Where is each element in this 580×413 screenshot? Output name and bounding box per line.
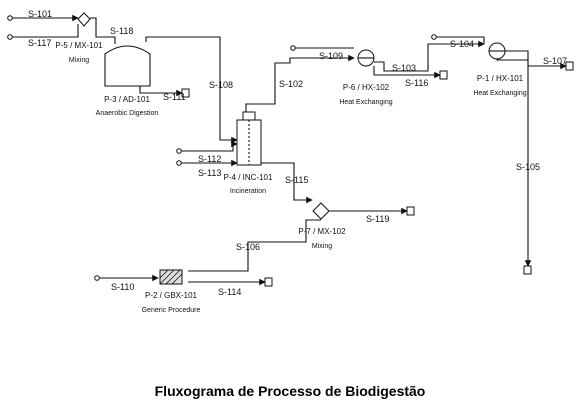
product-sinks: [181, 61, 574, 287]
stream-line-s118: [90, 17, 116, 44]
stream-label-s105: S-105: [516, 162, 540, 172]
stream-lines: [12, 14, 567, 286]
digester-p3-symbol: [104, 45, 151, 87]
feed-source-s112: [176, 148, 182, 154]
unit-tag-p5: P-5 / MX-101: [55, 41, 103, 50]
mixer-p7-symbol: [312, 202, 330, 220]
digester-p3: [104, 45, 151, 90]
stream-line-s107: [504, 50, 567, 70]
stream-label-s113: S-113: [198, 168, 221, 178]
product-sink-s119: [406, 206, 415, 216]
feed-source-s109: [290, 45, 296, 51]
stream-label-s106: S-106: [236, 242, 260, 252]
unit-desc-p5: Mixing: [69, 57, 89, 64]
stream-label-s101: S-101: [28, 9, 52, 19]
stream-line-s116: [373, 66, 441, 79]
feed-source-s113: [176, 160, 182, 166]
feed-source-s117: [7, 34, 13, 40]
unit-desc-p6: Heat Exchanging: [339, 99, 392, 106]
mixer-p7: [312, 202, 330, 220]
unit-tag-p2: P-2 / GBX-101: [145, 291, 198, 300]
stream-labels: S-101 S-117 S-118 S-111 S-108 S-109 S-10…: [28, 9, 567, 297]
stream-label-s117: S-117: [28, 38, 51, 48]
unit-desc-p3: Anaerobic Digestion: [96, 110, 159, 117]
stream-label-s119: S-119: [366, 214, 389, 224]
product-sink-s111: [181, 88, 190, 98]
figure-caption: Fluxograma de Processo de Biodigestão: [154, 383, 426, 399]
stream-line-s115: [257, 162, 313, 204]
unit-tag-p7: P-7 / MX-102: [298, 227, 346, 236]
incinerator-p4: [236, 111, 262, 166]
stream-label-s107: S-107: [543, 56, 567, 66]
incinerator-p4-stack: [242, 111, 256, 121]
unit-desc-p2: Generic Procedure: [142, 307, 201, 314]
stream-label-s104: S-104: [450, 39, 474, 49]
mixer-p5: [77, 12, 91, 27]
unit-desc-p7: Mixing: [312, 243, 332, 250]
stream-line-s108: [145, 36, 238, 144]
feed-source-s110: [94, 275, 100, 281]
feed-source-s101: [7, 15, 13, 21]
stream-line-s104: [434, 36, 485, 44]
unit-tag-p1: P-1 / HX-101: [477, 74, 524, 83]
product-sink-s114: [264, 277, 273, 287]
unit-labels: P-5 / MX-101 Mixing P-3 / AD-101 Anaerob…: [55, 41, 526, 314]
stream-label-s115: S-115: [285, 175, 308, 185]
stream-label-s102: S-102: [279, 79, 303, 89]
stream-line-s117: [12, 24, 79, 38]
stream-label-s114: S-114: [218, 287, 241, 297]
stream-line-s102: [245, 54, 355, 117]
stream-line-s103: [374, 40, 485, 72]
heat-exchanger-p1: [488, 42, 506, 60]
stream-label-s112: S-112: [198, 154, 221, 164]
unit-tag-p4: P-4 / INC-101: [224, 173, 273, 182]
feed-source-s104: [431, 34, 437, 40]
stream-label-s108: S-108: [209, 80, 233, 90]
unit-desc-p4: Incineration: [230, 188, 266, 195]
stream-label-s109: S-109: [319, 51, 343, 61]
stream-label-s116: S-116: [405, 78, 428, 88]
stream-label-s118: S-118: [110, 26, 133, 36]
heat-exchanger-p6: [357, 49, 375, 67]
product-sink-s116: [439, 70, 448, 80]
mixer-p5-symbol: [77, 12, 91, 27]
product-sink-s107: [565, 61, 574, 71]
product-sink-s105: [523, 265, 532, 275]
stream-line-s106: [188, 219, 321, 272]
stream-label-s103: S-103: [392, 63, 416, 73]
feed-sources: [7, 15, 437, 281]
unit-tag-p3: P-3 / AD-101: [104, 95, 150, 104]
generic-box-p2: [159, 269, 183, 285]
stream-label-s111: S-111: [163, 92, 186, 102]
incinerator-p4-symbol: [236, 119, 262, 166]
unit-tag-p6: P-6 / HX-102: [343, 83, 390, 92]
unit-desc-p1: Heat Exchanging: [473, 90, 526, 97]
stream-line-s112: [179, 140, 238, 152]
stream-label-s110: S-110: [111, 282, 134, 292]
